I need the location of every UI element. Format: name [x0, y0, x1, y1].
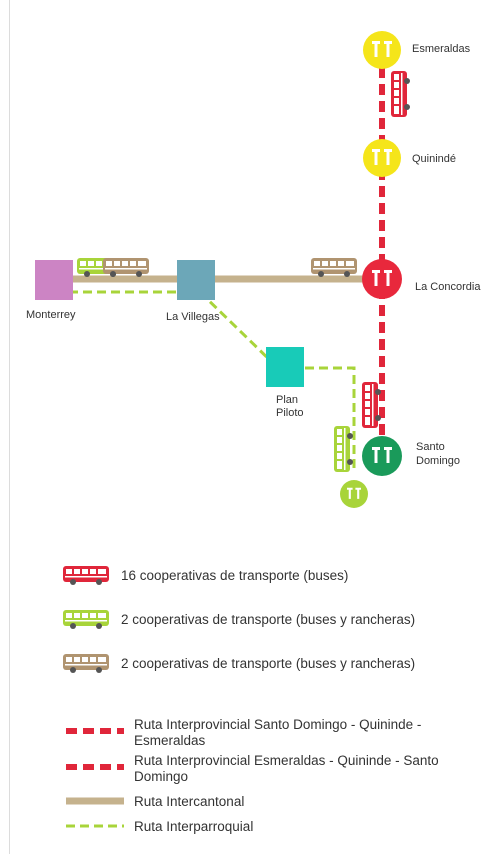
red-bus-icon	[391, 71, 410, 117]
legend-tan-bus-icon	[63, 654, 109, 673]
interparroquial-route-segment	[305, 366, 356, 470]
lime-bus-icon	[334, 426, 353, 472]
esmeraldas-label: Esmeraldas	[412, 43, 471, 55]
interparroquial-route-segment	[198, 290, 280, 370]
tan-bus-icon	[103, 258, 149, 277]
plan-piloto-label-line1: Plan	[276, 394, 298, 406]
santo-domingo-label-line1: Santo	[416, 441, 445, 453]
tan-bus-icon	[311, 258, 357, 277]
santo-domingo-label-line2: Domingo	[416, 455, 460, 467]
la-villegas-label: La Villegas	[166, 311, 220, 323]
la-villegas-node	[177, 260, 215, 300]
plan-piloto-label-line2: Piloto	[276, 407, 304, 419]
red-bus-icon	[362, 382, 381, 428]
monterrey-node	[35, 260, 73, 300]
santo-domingo-stop	[362, 436, 402, 476]
parish-stop	[340, 480, 368, 508]
quininde-label: Quinindé	[412, 153, 456, 165]
quininde-stop	[363, 139, 401, 177]
la-concordia-label: La Concordia	[415, 281, 481, 293]
legend-lime-bus-icon	[63, 610, 109, 629]
figure-frame	[9, 0, 493, 854]
monterrey-label: Monterrey	[26, 309, 76, 321]
legend-red-bus-icon	[63, 566, 109, 585]
plan-piloto-node	[266, 347, 304, 387]
esmeraldas-stop	[363, 31, 401, 69]
la-concordia-stop	[362, 259, 402, 299]
